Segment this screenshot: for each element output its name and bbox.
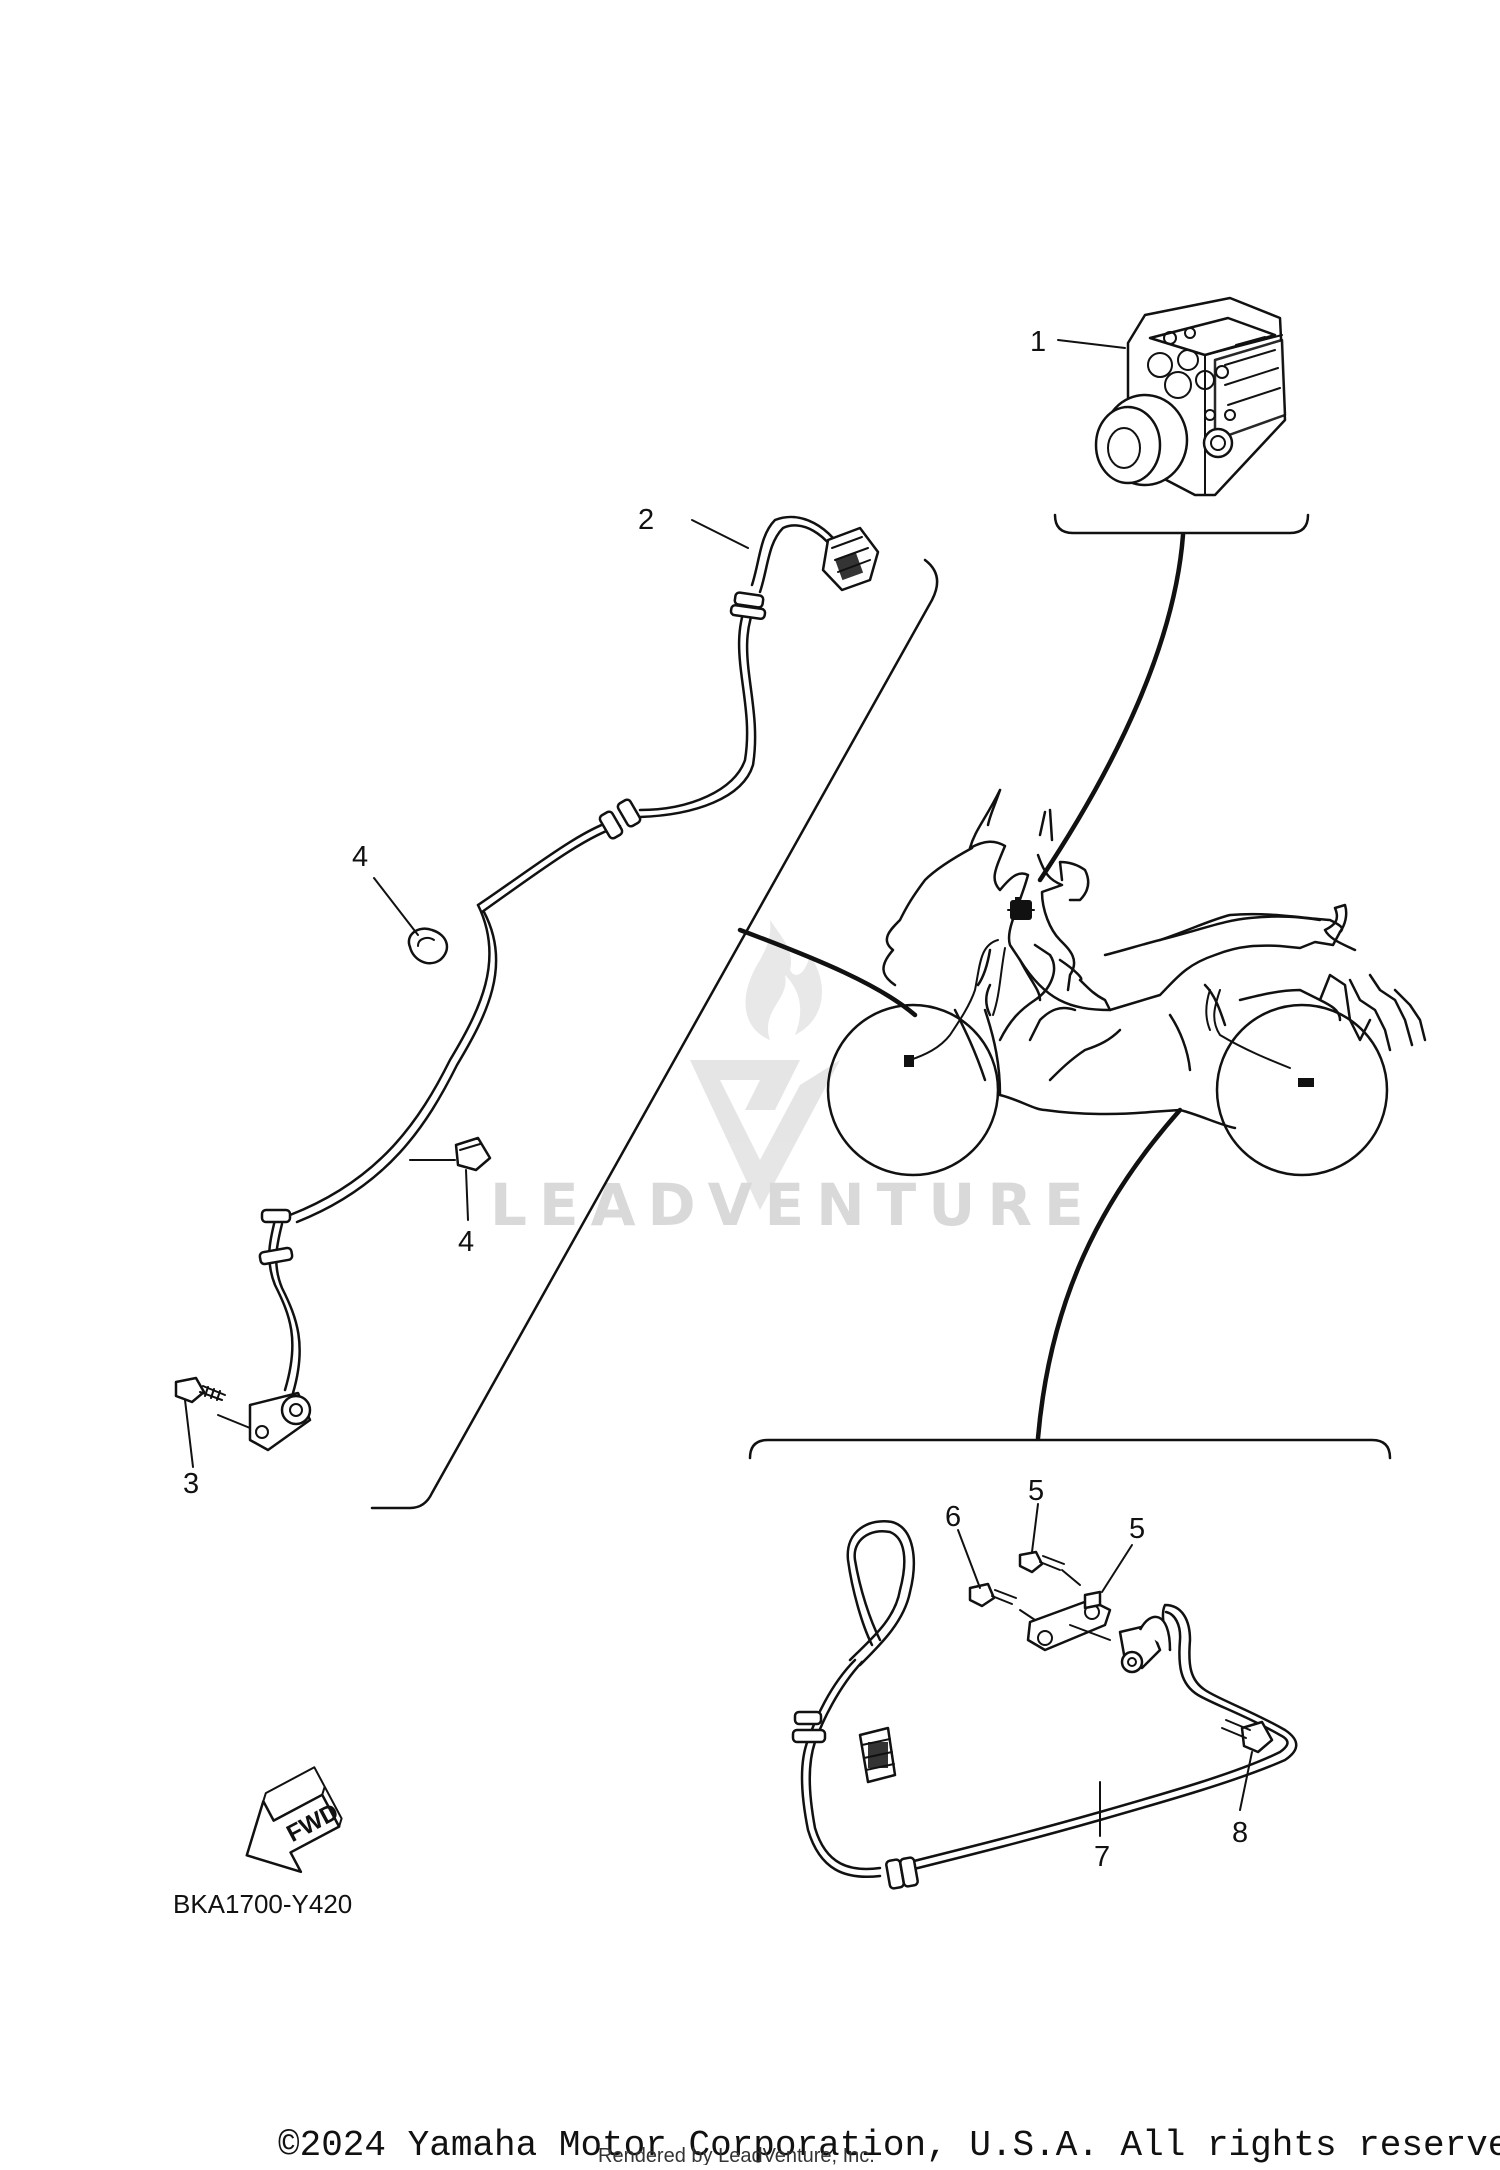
fwd-arrow-icon: FWD	[245, 1766, 343, 1874]
bolt-8	[1221, 1719, 1274, 1754]
callout-2-leader	[691, 519, 749, 549]
callout-4b: 4	[458, 1226, 474, 1258]
wheel-speed-sensor	[248, 1391, 312, 1452]
rear-wheel-speed-sensor	[1118, 1615, 1172, 1674]
wire-clamp-4a	[407, 927, 449, 965]
sensor-bracket-5	[1026, 1590, 1112, 1652]
callout-6a: 6	[945, 1501, 961, 1533]
bolt-6b	[1018, 1550, 1065, 1574]
callout-4b-leader	[465, 1169, 469, 1221]
callout-1-leader	[1057, 339, 1126, 349]
rear-wheel-sensor-lead	[800, 1520, 1298, 1878]
watermark-text: LEADVENTURE	[490, 1171, 1096, 1239]
watermark-logo	[690, 920, 840, 1210]
callout-1: 1	[1030, 326, 1046, 358]
callout-3-leader	[184, 1399, 194, 1468]
rendered-by-credit: Rendered by LeadVenture, Inc.	[598, 2145, 875, 2165]
sensor-connector	[821, 526, 880, 592]
rear-harness-clip	[791, 1710, 919, 1890]
callout-6b-leader	[1031, 1503, 1039, 1553]
callout-4a-leader	[373, 877, 419, 936]
callout-5-leader	[1101, 1544, 1133, 1593]
front-wheel-sensor-panel: 2 3 4 4	[174, 504, 939, 1510]
callout-4a: 4	[352, 841, 368, 873]
wire-clamp-4b	[454, 1136, 492, 1172]
diagram-part-code: BKA1700-Y420	[173, 1889, 352, 1919]
copyright-notice: ©2024 Yamaha Motor Corporation, U.S.A. A…	[278, 2125, 1500, 2165]
motorcycle-silhouette	[826, 788, 1427, 1177]
callout-3: 3	[183, 1468, 199, 1500]
abs-hydraulic-unit-panel: 1	[1030, 296, 1310, 883]
bolt-3	[174, 1376, 226, 1404]
callout-6a-leader	[957, 1529, 981, 1589]
bolt-6a	[968, 1582, 1017, 1608]
harness-clip	[258, 591, 767, 1266]
rear-sensor-connector	[858, 1726, 897, 1784]
rear-wheel-sensor-panel: 6 5 5 7 8	[748, 1107, 1392, 1890]
abs-hydraulic-unit	[1094, 296, 1287, 497]
callout-2: 2	[638, 504, 654, 536]
callout-6b: 5	[1028, 1475, 1044, 1507]
front-wheel-sensor-lead	[267, 515, 850, 1395]
callout-7: 7	[1094, 1841, 1110, 1873]
callout-8: 8	[1232, 1817, 1248, 1849]
callout-5: 5	[1129, 1513, 1145, 1545]
callout-8-leader	[1239, 1751, 1253, 1811]
